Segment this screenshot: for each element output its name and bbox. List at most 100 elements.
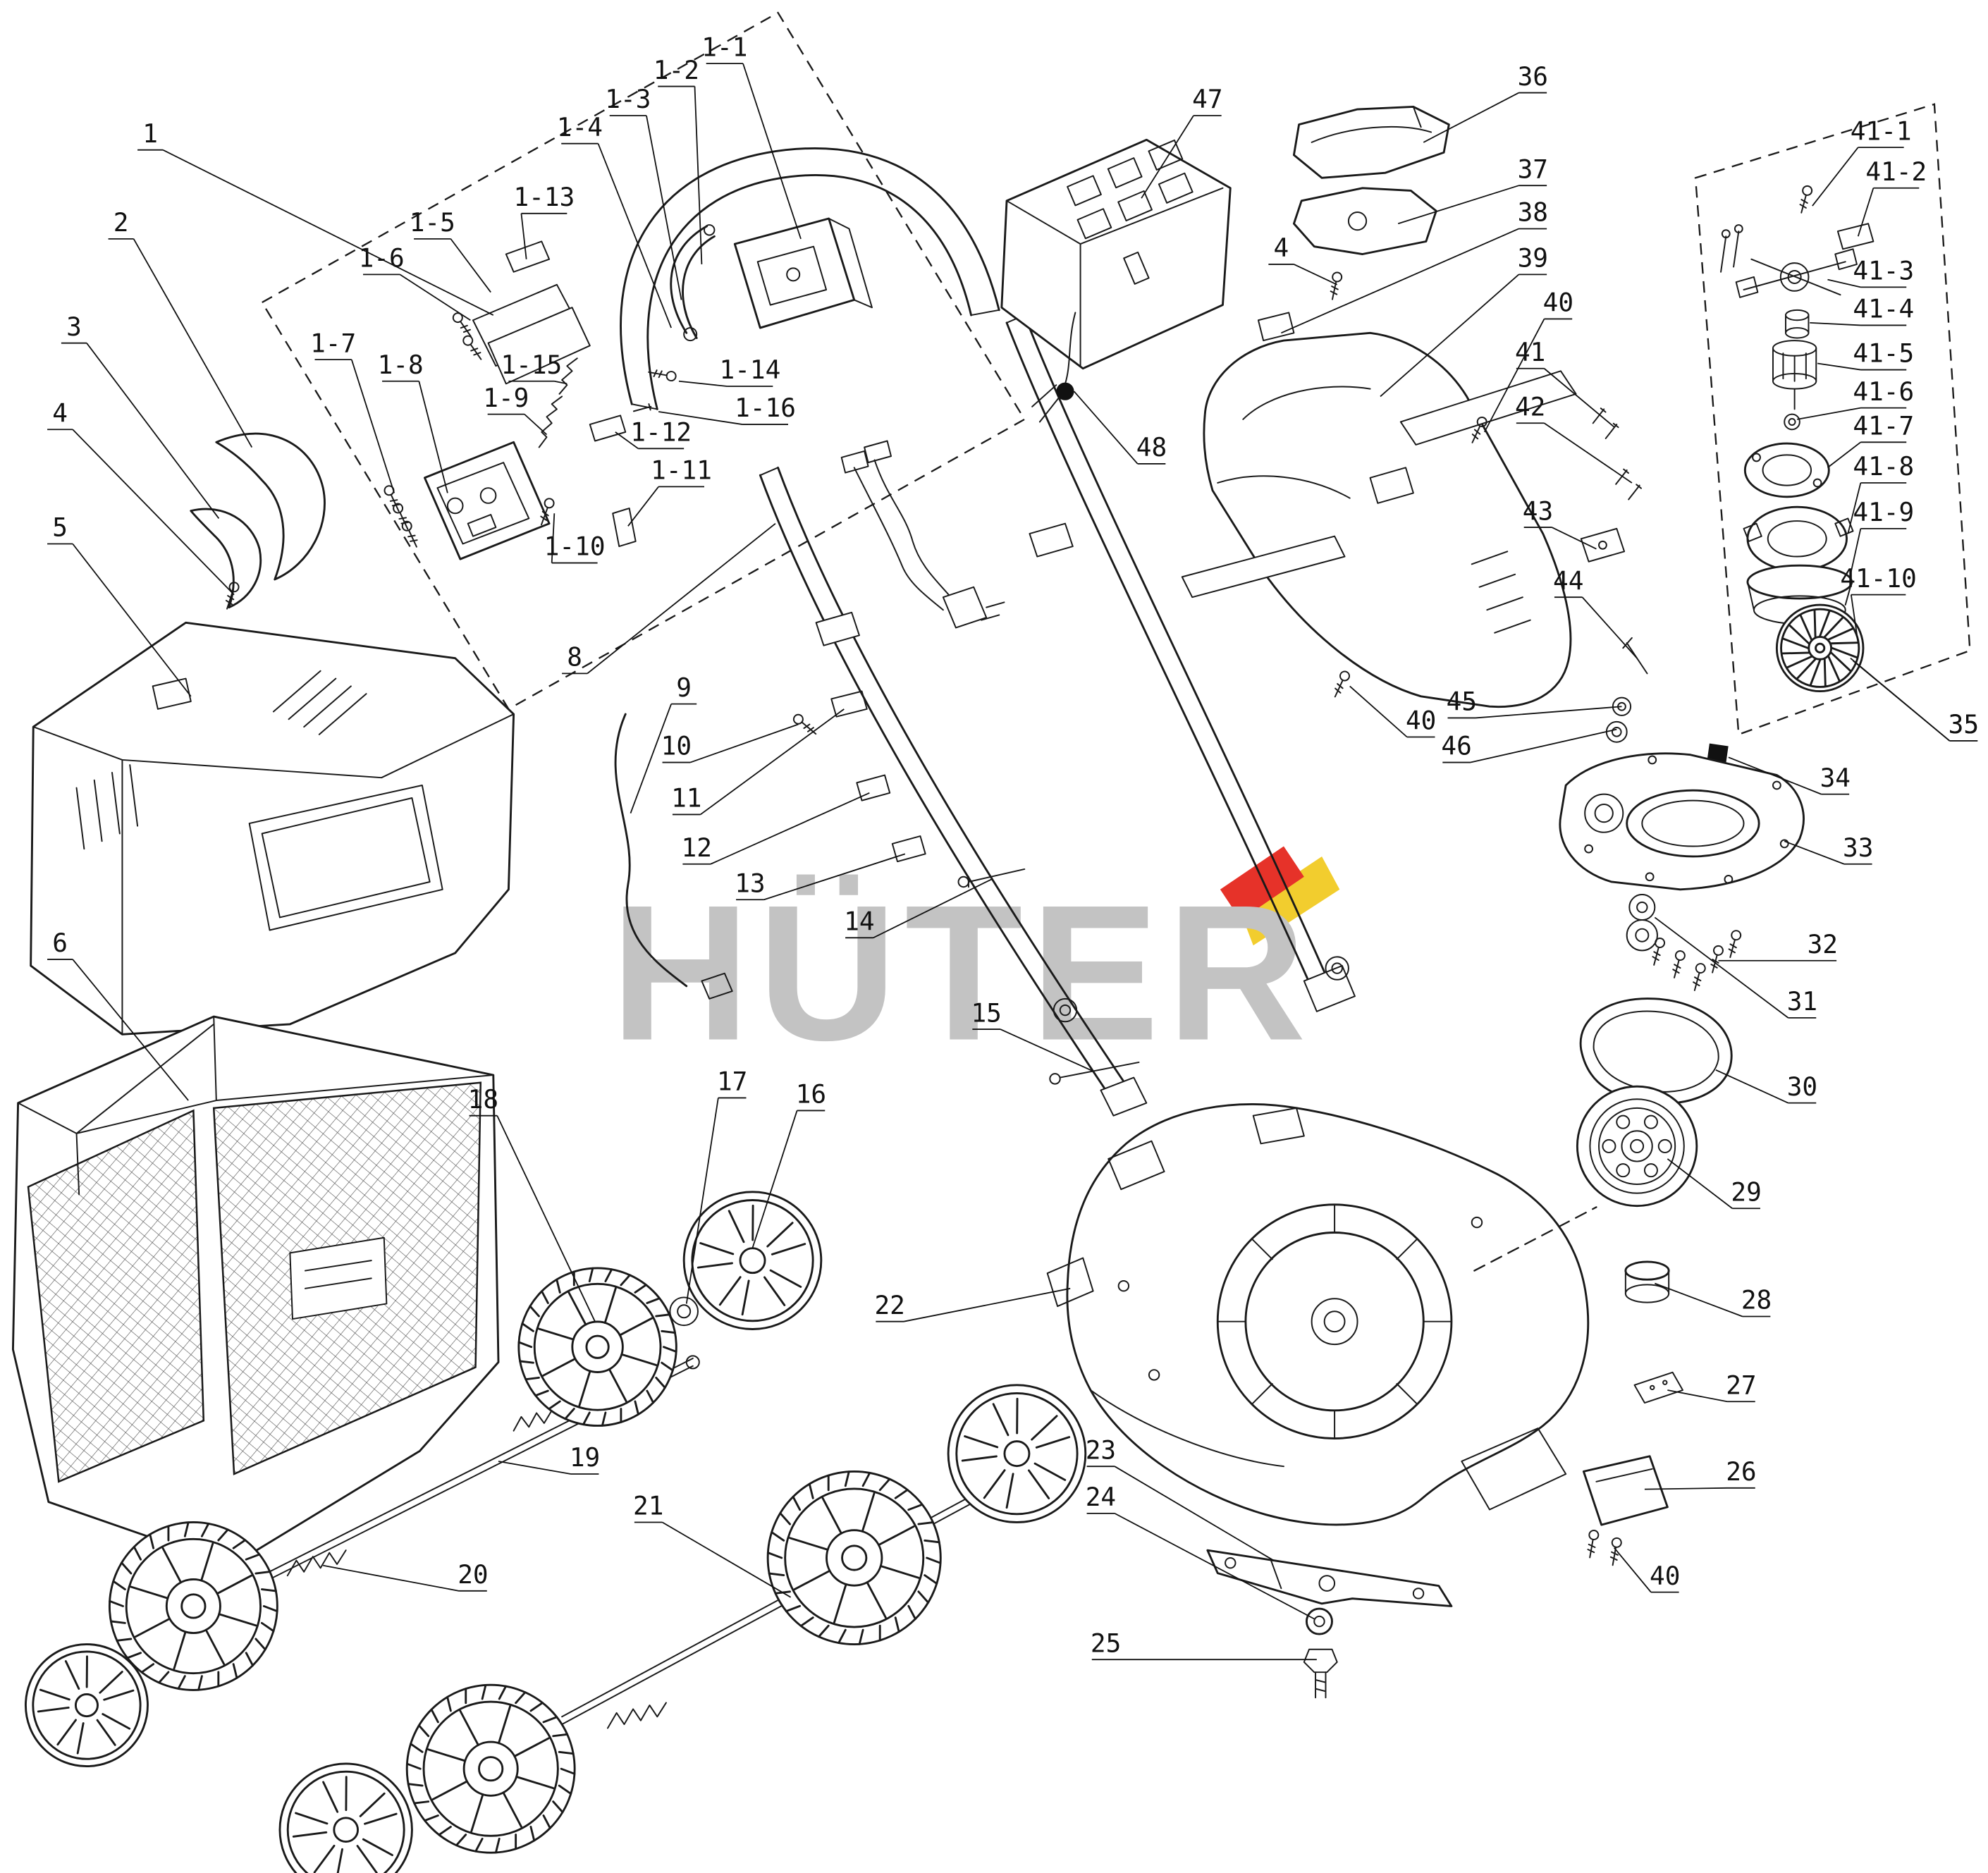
front-wheel-cover (947, 1384, 1087, 1523)
svg-text:1: 1 (142, 119, 158, 149)
part-label-48-46: 48 (1073, 391, 1167, 465)
part-label-41-4-69: 41-4 (1810, 295, 1914, 326)
svg-text:18: 18 (468, 1085, 498, 1114)
svg-text:39: 39 (1518, 244, 1548, 274)
part-41-2-brush-holder (1836, 223, 1875, 250)
part-label-15-13: 15 (971, 998, 1093, 1072)
svg-text:1-4: 1-4 (557, 113, 603, 142)
svg-text:35: 35 (1949, 710, 1979, 739)
part-1-15-spring (558, 357, 578, 395)
part-41-motor-assembly (1720, 184, 1875, 625)
svg-text:1-10: 1-10 (544, 532, 606, 562)
part-1-1-switch-box (733, 217, 856, 329)
svg-text:1-1: 1-1 (701, 32, 747, 62)
svg-text:10: 10 (661, 732, 692, 761)
svg-text:41-2: 41-2 (1865, 157, 1927, 187)
part-label-1-1-50: 1-1 (701, 32, 802, 240)
part-label-41-10-75: 41-10 (1840, 564, 1917, 644)
power-cord (840, 440, 1005, 629)
svg-text:14: 14 (844, 907, 874, 936)
svg-text:3: 3 (66, 312, 82, 342)
part-label-41-1-66: 41-1 (1812, 116, 1912, 207)
part-label-12-10: 12 (681, 792, 870, 865)
part-label-1-12-63: 1-12 (615, 417, 692, 450)
part-label-41-5-70: 41-5 (1817, 339, 1914, 371)
part-label-2-1: 2 (108, 208, 253, 448)
part-1-11-pin (612, 508, 637, 548)
part-label-41-7-72: 41-7 (1827, 411, 1914, 469)
part-label-17-15: 17 (685, 1067, 747, 1304)
svg-text:1-5: 1-5 (410, 208, 455, 238)
svg-text:41-10: 41-10 (1840, 564, 1917, 594)
watermark-text: HÜTER (610, 866, 1314, 1081)
part-label-5-4: 5 (47, 513, 192, 697)
svg-text:1-12: 1-12 (630, 417, 692, 447)
part-label-1-15-59: 1-15 (501, 350, 567, 385)
svg-text:13: 13 (735, 868, 765, 898)
plug (942, 586, 988, 629)
axle-spring-small (513, 1409, 553, 1432)
part-label-24-22: 24 (1086, 1482, 1315, 1620)
part-41-1-screw (1796, 184, 1814, 215)
part-label-37-35: 37 (1397, 154, 1548, 225)
svg-text:41-8: 41-8 (1853, 452, 1914, 481)
part-2-handle-bracket (215, 432, 326, 581)
part-label-41-9-74: 41-9 (1850, 498, 1914, 575)
part-20-spring (286, 1549, 347, 1577)
part-41-4-bushing (1785, 309, 1810, 321)
part-label-1-10-65: 1-10 (544, 513, 606, 564)
part-17-hub-washer-inner (677, 1304, 692, 1319)
part-36-handle-grip (1292, 105, 1450, 179)
part-23-blade (1206, 1549, 1453, 1607)
part-label-14-12: 14 (844, 878, 992, 939)
svg-text:35: 35 (1949, 710, 1979, 739)
part-label-8-6: 8 (562, 522, 776, 675)
part-label-6-5: 6 (47, 928, 189, 1101)
part-label-1-2-51: 1-2 (654, 56, 703, 264)
axle-spring (607, 1702, 667, 1729)
part-label-41-3-68: 41-3 (1827, 257, 1914, 288)
part-1-2-bail-lever (670, 225, 708, 334)
svg-text:20: 20 (458, 1560, 488, 1590)
part-4-screw-upper (1327, 271, 1344, 302)
labels-layer: 1234568910111213141516171819202122232425… (47, 32, 1979, 1661)
svg-text:29: 29 (1731, 1177, 1761, 1207)
part-label-26-24: 26 (1644, 1457, 1757, 1490)
svg-text:15: 15 (971, 998, 1001, 1028)
part-31-bearing-washers (1626, 894, 1658, 952)
part-label-21-19: 21 (633, 1492, 792, 1598)
part-43-latch (1580, 527, 1626, 563)
part-22-deck (1046, 1103, 1590, 1526)
svg-text:1-16: 1-16 (735, 393, 796, 423)
front-wheel-cover-2 (278, 1762, 413, 1873)
part-25-blade-bolt (1303, 1648, 1338, 1699)
front-wheel-2 (405, 1683, 576, 1854)
part-13-sleeve (891, 835, 926, 863)
part-label-38-36: 38 (1281, 198, 1548, 334)
part-label-9-7: 9 (630, 673, 697, 813)
svg-text:1-8: 1-8 (378, 350, 424, 380)
part-label-1-7-57: 1-7 (310, 328, 395, 493)
svg-text:1-3: 1-3 (605, 85, 651, 114)
svg-text:9: 9 (676, 673, 692, 703)
part-label-18-16: 18 (468, 1085, 596, 1322)
svg-text:5: 5 (52, 513, 68, 543)
part-48-capacitor-wire (1031, 312, 1076, 423)
svg-text:40: 40 (1406, 706, 1436, 736)
part-label-41-2-67: 41-2 (1857, 157, 1927, 237)
part-label-40-48: 40 (1349, 685, 1436, 738)
svg-text:45: 45 (1447, 687, 1477, 717)
svg-text:22: 22 (874, 1291, 904, 1320)
svg-text:4: 4 (52, 398, 68, 428)
part-42-pin (1612, 467, 1631, 487)
svg-text:26: 26 (1726, 1457, 1756, 1487)
svg-text:17: 17 (717, 1067, 747, 1097)
watermark-logo-red-icon (1220, 846, 1304, 921)
svg-text:1-2: 1-2 (654, 56, 699, 85)
part-24-washer (1305, 1607, 1333, 1635)
part-label-34-32: 34 (1728, 756, 1851, 795)
part-26-guard-plate (1582, 1455, 1669, 1567)
part-label-19-17: 19 (498, 1443, 600, 1475)
part-label-42-40: 42 (1515, 392, 1633, 484)
part-label-32-30: 32 (1718, 930, 1838, 962)
